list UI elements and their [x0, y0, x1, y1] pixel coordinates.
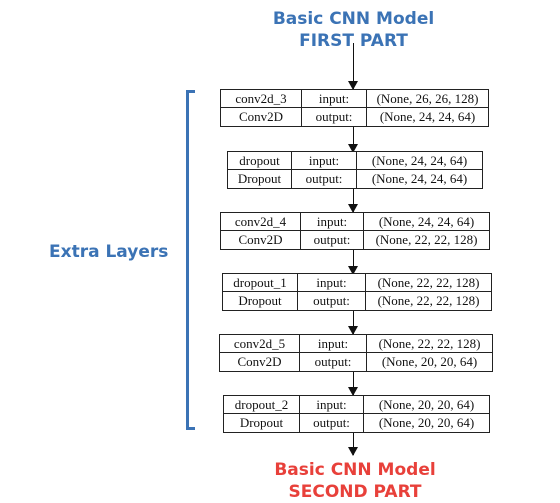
title-bottom-line2: SECOND PART [288, 482, 422, 502]
output-shape: (None, 24, 24, 64) [371, 171, 468, 186]
output-label: output: [300, 353, 367, 371]
layer-name: conv2d_3 [221, 90, 302, 108]
output-shape: (None, 22, 22, 128) [377, 293, 480, 308]
input-shape: (None, 22, 22, 128) [366, 274, 491, 292]
layer-box-conv2d-4: conv2d_4 input: (None, 24, 24, 64) Conv2… [220, 212, 490, 250]
layer-box-dropout-2: dropout_2 input: (None, 20, 20, 64) Drop… [223, 395, 490, 433]
layer-name: conv2d_5 [220, 335, 300, 353]
layer-type: Conv2D [220, 353, 300, 371]
input-label: input: [301, 213, 364, 231]
layer-name: conv2d_4 [221, 213, 301, 231]
output-shape: (None, 24, 24, 64) [379, 109, 476, 124]
output-label: output: [292, 170, 357, 188]
output-label: output: [302, 108, 367, 126]
output-label: output: [298, 292, 366, 310]
input-shape: (None, 24, 24, 64) [357, 152, 482, 170]
layer-type: Conv2D [221, 231, 301, 249]
output-shape: (None, 20, 20, 64) [378, 415, 475, 430]
diagram-title-top: Basic CNN Model FIRST PART [0, 8, 560, 52]
output-label: output: [300, 414, 364, 432]
layer-type: Dropout [223, 292, 298, 310]
flow-arrow [348, 372, 358, 396]
input-label: input: [300, 396, 364, 414]
layer-box-conv2d-5: conv2d_5 input: (None, 22, 22, 128) Conv… [219, 334, 493, 372]
layer-type: Dropout [224, 414, 300, 432]
output-shape: (None, 20, 20, 64) [381, 354, 478, 369]
title-bottom-line1: Basic CNN Model [274, 460, 436, 480]
layer-name: dropout_2 [224, 396, 300, 414]
flow-arrow [348, 431, 358, 456]
title-top-line1: Basic CNN Model [272, 9, 435, 29]
extra-layers-label: Extra Layers [49, 242, 169, 262]
layer-box-conv2d-3: conv2d_3 input: (None, 26, 26, 128) Conv… [220, 89, 489, 127]
output-shape: (None, 22, 22, 128) [375, 232, 478, 247]
flow-arrow [348, 249, 358, 275]
input-label: input: [298, 274, 366, 292]
layer-box-dropout-1: dropout_1 input: (None, 22, 22, 128) Dro… [222, 273, 492, 311]
diagram-title-bottom: Basic CNN Model SECOND PART [0, 459, 560, 503]
flow-arrow [348, 309, 358, 335]
layer-name: dropout_1 [223, 274, 298, 292]
layer-type: Dropout [228, 170, 292, 188]
layer-box-dropout: dropout input: (None, 24, 24, 64) Dropou… [227, 151, 483, 189]
flow-arrow [348, 127, 358, 153]
extra-layers-bracket [186, 90, 195, 430]
input-label: input: [292, 152, 357, 170]
input-shape: (None, 22, 22, 128) [367, 335, 492, 353]
flow-arrow [348, 43, 358, 90]
layer-name: dropout [228, 152, 292, 170]
output-label: output: [301, 231, 364, 249]
input-shape: (None, 24, 24, 64) [364, 213, 489, 231]
input-label: input: [300, 335, 367, 353]
title-top-line2: FIRST PART [299, 31, 408, 51]
flow-arrow [348, 187, 358, 213]
input-shape: (None, 26, 26, 128) [367, 90, 488, 108]
input-label: input: [302, 90, 367, 108]
layer-type: Conv2D [221, 108, 302, 126]
input-shape: (None, 20, 20, 64) [364, 396, 489, 414]
